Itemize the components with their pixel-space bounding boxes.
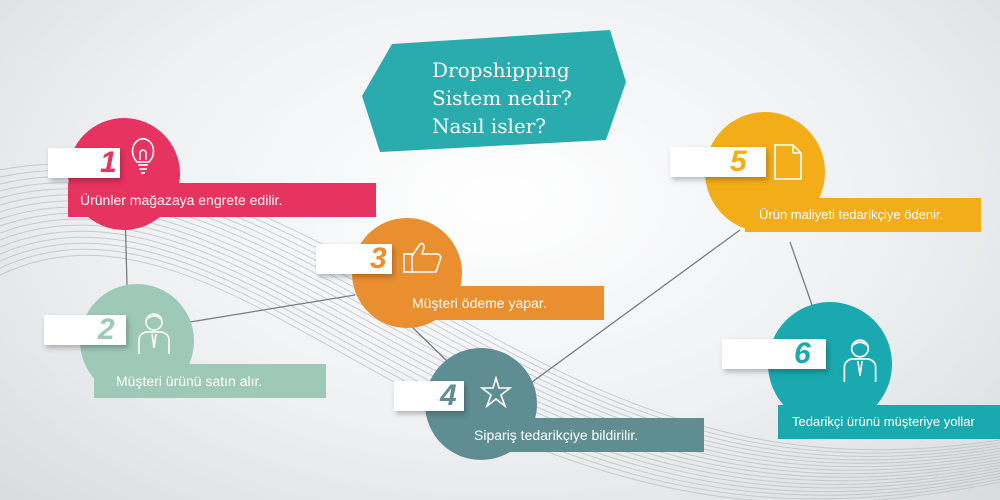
step-3-number-tag [316,244,392,274]
step-6-number: 6 [794,337,811,370]
step-6-number-tag [722,339,826,369]
connector-5-6 [789,241,813,306]
person-icon [843,339,877,382]
star-icon [479,376,513,409]
step-3-text: Müşteri ödeme yapar. [412,295,547,311]
thumbs-up-icon [403,242,442,273]
person-icon [138,313,170,354]
title-text: Dropshipping Sistem nedir? Nasıl isler? [432,56,572,140]
step-5-number-tag [670,147,766,177]
step-1-text: Ürünler mağazaya engrete edilir. [80,192,283,208]
step-6-banner: Tedarikçi ürünü müşteriye yollar [778,405,1000,439]
step-4-number: 4 [440,379,457,412]
connector-3-4 [409,324,449,363]
title-box: Dropshipping Sistem nedir? Nasıl isler? [360,24,630,152]
lightbulb-icon [131,137,155,174]
step-2-number-tag [44,315,126,345]
connector-2-3 [189,294,356,323]
step-2-banner: Müşteri ürünü satın alır. [94,364,326,398]
step-1-number-tag [48,148,120,178]
connector-4-5 [527,229,741,386]
step-1-banner: Ürünler mağazaya engrete edilir. [68,183,376,217]
step-2-number: 2 [98,313,115,346]
step-4-text: Sipariş tedarikçiye bildirilir. [474,427,639,443]
step-3-banner: Müşteri ödeme yapar. [392,286,604,320]
document-icon [774,144,802,180]
step-5-number: 5 [730,145,747,178]
step-4-number-tag [394,381,464,411]
title-line-2: Sistem nedir? [432,86,572,110]
step-1-number: 1 [100,146,117,179]
step-2-text: Müşteri ürünü satın alır. [116,373,263,389]
title-line-3: Nasıl isler? [432,114,547,138]
step-5-banner: Ürün maliyeti tedarikçiye ödenir. [745,198,981,232]
title-shape [362,30,626,152]
step-5-text: Ürün maliyeti tedarikçiye ödenir. [759,207,944,222]
step-4-banner: Sipariş tedarikçiye bildirilir. [452,418,704,452]
step-3-number: 3 [370,242,387,275]
step-6-text: Tedarikçi ürünü müşteriye yollar [792,414,975,429]
title-line-1: Dropshipping [432,58,570,82]
